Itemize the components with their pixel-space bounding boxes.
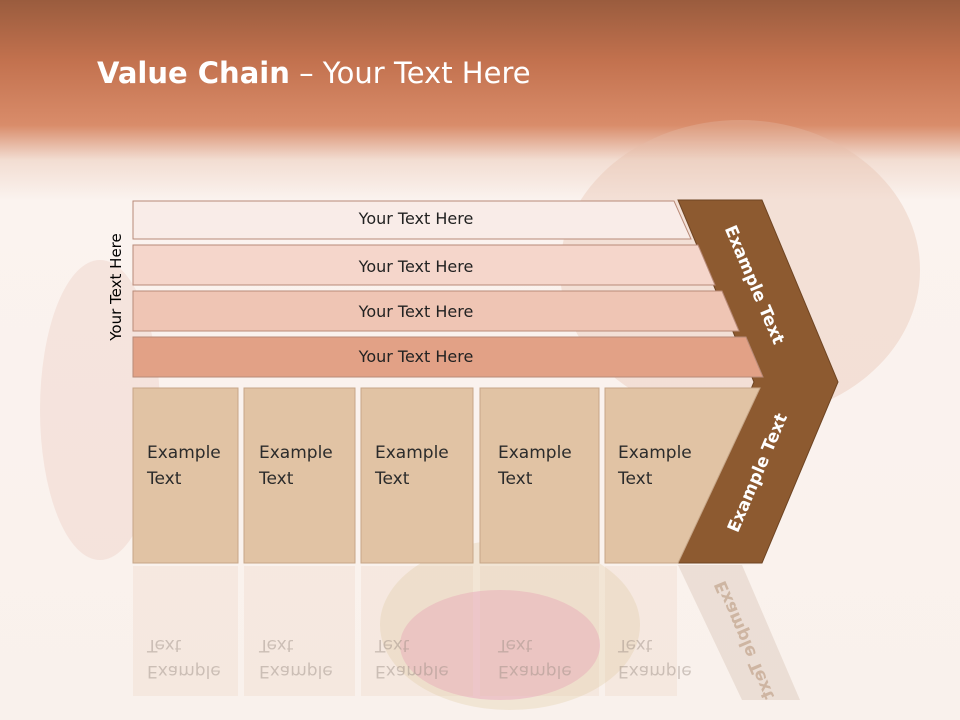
- row-label-3: Your Text Here: [358, 302, 474, 321]
- slide-title: Value Chain – Your Text Here: [97, 56, 531, 90]
- card-reflection-text-1: Example Text: [147, 632, 247, 684]
- card-reflection-text-3: Example Text: [375, 632, 475, 684]
- chevron-reflection: [678, 565, 800, 700]
- photo-hair-shape: [380, 540, 640, 710]
- card-reflection-text-2: Example Text: [259, 632, 359, 684]
- card-2-line2: Text: [259, 469, 294, 489]
- row-label-2: Your Text Here: [358, 257, 474, 276]
- card-1-reflect-line2: Text: [147, 635, 182, 655]
- card-3-reflect-line2: Text: [375, 635, 410, 655]
- card-4-reflect-line1: Example: [498, 661, 572, 681]
- card-1: [132, 387, 239, 564]
- card-4: [479, 387, 600, 564]
- title-bold: Value Chain: [97, 56, 290, 90]
- card-1-line2: Text: [147, 469, 182, 489]
- card-3-reflection: [361, 566, 473, 696]
- card-2-reflect-line1: Example: [259, 661, 333, 681]
- card-1-reflect-line1: Example: [147, 661, 221, 681]
- card-2-reflect-line2: Text: [259, 635, 294, 655]
- card-3-reflect-line1: Example: [375, 661, 449, 681]
- card-4-line1: Example: [498, 443, 572, 463]
- photo-pink-shape: [400, 590, 600, 700]
- card-5-line2: Text: [618, 469, 653, 489]
- card-3-line2: Text: [375, 469, 410, 489]
- card-3-line1: Example: [375, 443, 449, 463]
- card-5-reflect-line1: Example: [618, 661, 692, 681]
- card-5-reflect-line2: Text: [618, 635, 653, 655]
- card-5-reflection: [605, 566, 677, 696]
- card-4-reflect-line2: Text: [498, 635, 533, 655]
- card-2-line1: Example: [259, 443, 333, 463]
- card-2: [243, 387, 356, 564]
- card-5: [604, 387, 761, 564]
- row-label-4: Your Text Here: [358, 347, 474, 366]
- card-1-line1: Example: [147, 443, 221, 463]
- row-bar-2: [132, 244, 716, 286]
- card-reflection-text-4: Example Text: [498, 632, 598, 684]
- title-rest: – Your Text Here: [289, 56, 531, 90]
- card-4-reflection: [480, 566, 599, 696]
- card-reflection-text-5: Example Text: [618, 632, 718, 684]
- row-bar-3: [132, 290, 740, 332]
- row-label-1: Your Text Here: [358, 209, 474, 228]
- card-1-reflection: [133, 566, 238, 696]
- card-4-line2: Text: [498, 469, 533, 489]
- row-bar-4: [132, 336, 764, 378]
- card-2-reflection: [244, 566, 355, 696]
- card-5-line1: Example: [618, 443, 692, 463]
- row-bar-1: [132, 200, 692, 240]
- card-3: [360, 387, 474, 564]
